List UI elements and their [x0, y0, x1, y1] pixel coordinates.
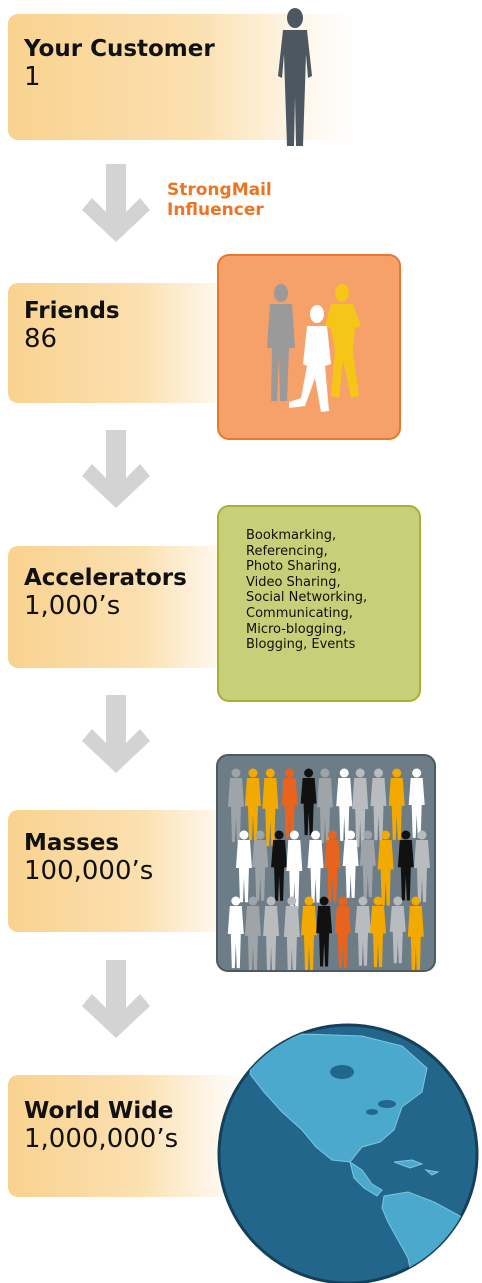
crowd-person-icon — [389, 896, 406, 964]
influencer-line-2: Influencer — [167, 200, 264, 220]
crowd-person-icon — [354, 896, 371, 966]
crowd-person-icon — [397, 830, 414, 901]
accelerator-channels-list: Bookmarking, Referencing, Photo Sharing,… — [246, 528, 367, 653]
globe-icon — [217, 1023, 479, 1283]
stage-count: 1 — [24, 62, 41, 92]
stage-label-masses: Masses 100,000’s — [24, 830, 153, 886]
crowd-person-icon — [227, 768, 244, 842]
person-silhouette-icon — [278, 8, 312, 146]
crowd-person-icon — [244, 896, 261, 970]
crowd-person-icon — [252, 830, 269, 901]
down-arrow-icon — [82, 164, 150, 242]
crowd-person-icon — [336, 768, 353, 841]
channel-item: Bookmarking, — [246, 528, 337, 543]
stage-label-accelerators: Accelerators 1,000’s — [24, 565, 187, 621]
down-arrow-icon — [82, 430, 150, 508]
crowd-person-icon — [388, 768, 405, 840]
stage-band-worldwide — [8, 1075, 248, 1197]
crowd-person-icon — [262, 768, 279, 847]
channel-item: Video Sharing, — [246, 574, 341, 590]
down-arrow-icon — [82, 960, 150, 1038]
stage-count: 1,000,000’s — [24, 1124, 179, 1154]
crowd-person-icon — [316, 768, 333, 844]
masses-panel — [216, 754, 436, 972]
influencer-label: StrongMail Influencer — [167, 180, 272, 220]
stage-title: Masses — [24, 830, 120, 856]
crowd-person-icon — [271, 830, 288, 901]
crowd-person-icon — [283, 896, 300, 970]
stage-count: 1,000’s — [24, 591, 121, 621]
stage-count: 86 — [24, 324, 58, 354]
stage-count: 100,000’s — [24, 856, 154, 886]
crowd-person-icon — [300, 896, 317, 970]
crowd-person-icon — [316, 896, 333, 967]
down-arrow-icon — [82, 695, 150, 773]
friends-panel — [217, 254, 401, 440]
channel-item: Micro-blogging, — [246, 621, 347, 637]
stage-label-worldwide: World Wide 1,000,000’s — [24, 1098, 178, 1154]
crowd-person-icon — [370, 768, 387, 841]
crowd-person-icon — [235, 830, 252, 903]
crowd-person-icon — [359, 830, 376, 898]
stage-label-customer: Your Customer 1 — [24, 36, 215, 92]
crowd-person-icon — [307, 830, 324, 903]
crowd-person-icon — [324, 830, 341, 902]
crowd-person-icon — [377, 830, 394, 906]
channel-item: Communicating, — [246, 605, 353, 621]
channel-item: Social Networking, — [246, 590, 368, 606]
crowd-person-icon — [342, 830, 359, 898]
stage-band-masses — [8, 810, 248, 932]
crowd-person-icon — [413, 830, 430, 903]
stage-band-accelerators — [8, 546, 248, 668]
channel-item: Photo Sharing, — [246, 559, 342, 575]
crowd-person-icon — [352, 768, 369, 848]
stage-title: World Wide — [24, 1098, 174, 1124]
stage-label-friends: Friends 86 — [24, 298, 120, 354]
channel-item: Referencing, — [246, 543, 328, 559]
crowd-person-icon — [244, 768, 261, 841]
stage-title: Your Customer — [24, 36, 215, 62]
crowd-person-icon — [407, 896, 424, 970]
crowd-person-icon — [300, 768, 317, 836]
crowd-person-icon — [263, 896, 280, 970]
crowd-person-icon — [408, 768, 425, 838]
stage-band-friends — [8, 283, 248, 403]
crowd-person-icon — [227, 896, 244, 969]
crowd-icon — [227, 768, 430, 970]
crowd-person-icon — [281, 768, 298, 838]
crowd-person-icon — [370, 896, 387, 968]
friends-group-icon — [267, 284, 361, 412]
crowd-person-icon — [334, 896, 351, 968]
stage-title: Friends — [24, 298, 120, 324]
channel-item: Blogging, Events — [246, 637, 356, 653]
stage-title: Accelerators — [24, 565, 187, 591]
crowd-person-icon — [286, 830, 303, 909]
influencer-line-1: StrongMail — [167, 180, 272, 200]
accelerator-channels-panel — [217, 505, 421, 702]
